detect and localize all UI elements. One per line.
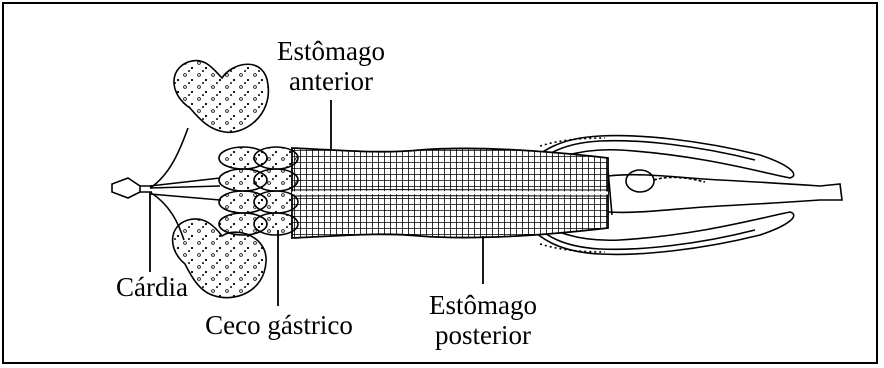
label-posterior-stomach-line2: posterior [408, 320, 558, 350]
gastric-caeca-lobes [219, 147, 298, 235]
label-anterior-stomach: Estômago anterior [256, 36, 406, 96]
label-anterior-stomach-line2: anterior [256, 66, 406, 96]
label-anterior-stomach-line1: Estômago [256, 36, 406, 66]
label-gastric-caeca: Ceco gástrico [184, 310, 374, 340]
label-cardia: Cárdia [102, 272, 202, 302]
label-posterior-stomach: Estômago posterior [408, 290, 558, 350]
label-posterior-stomach-line1: Estômago [408, 290, 558, 320]
hindgut [608, 170, 842, 215]
